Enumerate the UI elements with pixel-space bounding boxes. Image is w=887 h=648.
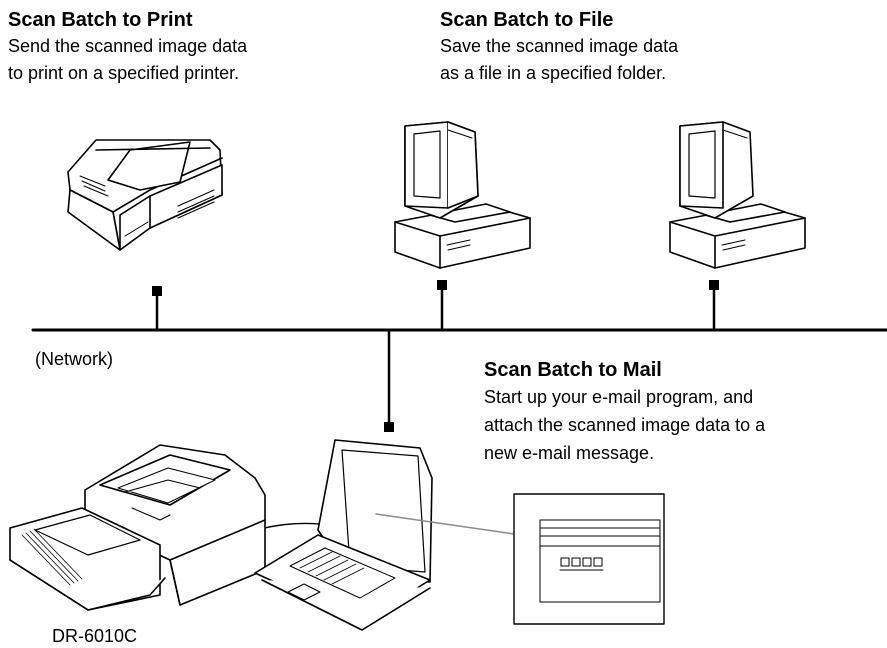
- print-title: Scan Batch to Print: [8, 9, 193, 31]
- computer-icon: [394, 121, 531, 269]
- print-desc-line1: Send the scanned image data: [8, 36, 248, 56]
- mail-title: Scan Batch to Mail: [484, 359, 662, 381]
- mail-desc-line1: Start up your e-mail program, and: [484, 387, 754, 407]
- network-label: (Network): [35, 349, 114, 369]
- mail-desc-line3: new e-mail message.: [484, 443, 655, 463]
- file-title: Scan Batch to File: [440, 9, 614, 31]
- connector-line: [375, 513, 515, 535]
- scanner-icon: [9, 444, 266, 611]
- network-line: [31, 280, 887, 432]
- mail-desc-line2: attach the scanned image data to a: [484, 415, 766, 435]
- scanner-label: DR-6010C: [52, 626, 138, 646]
- file-desc-line2: as a file in a specified folder.: [440, 63, 667, 83]
- computer-icon: [669, 121, 806, 269]
- email-window-icon: [513, 493, 665, 625]
- laptop-icon: [254, 439, 433, 631]
- printer-icon: [67, 139, 223, 251]
- file-desc-line1: Save the scanned image data: [440, 36, 679, 56]
- print-desc-line2: to print on a specified printer.: [8, 63, 240, 83]
